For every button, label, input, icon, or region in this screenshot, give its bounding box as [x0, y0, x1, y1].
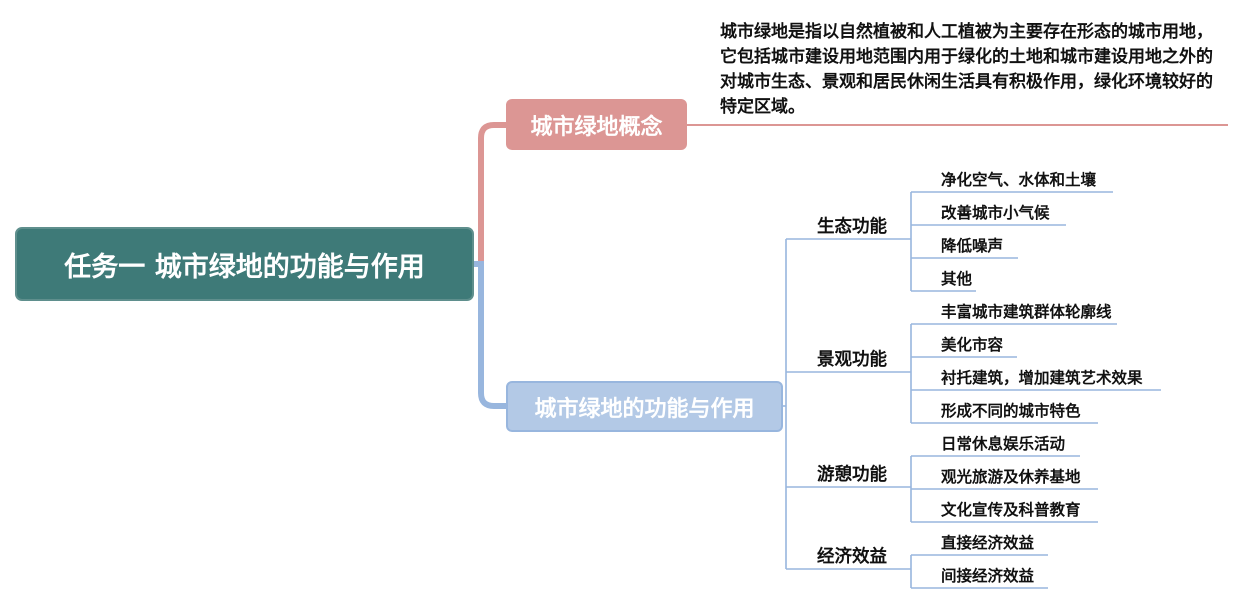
- leaf-item[interactable]: 净化空气、水体和土壤: [941, 171, 1097, 189]
- concept-topic[interactable]: 城市绿地概念: [506, 99, 687, 150]
- leaf-item[interactable]: 衬托建筑，增加建筑艺术效果: [941, 369, 1143, 387]
- category-economic[interactable]: 经济效益: [817, 547, 887, 567]
- concept-description: 城市绿地是指以自然植被和人工植被为主要存在形态的城市用地，它包括城市建设用地范围…: [720, 22, 1213, 117]
- leaf-item[interactable]: 日常休息娱乐活动: [941, 435, 1066, 453]
- leaf-item[interactable]: 降低噪声: [941, 237, 1004, 255]
- root-topic-label: 任务一 城市绿地的功能与作用: [64, 251, 425, 283]
- root-topic[interactable]: 任务一 城市绿地的功能与作用: [15, 227, 474, 301]
- leaf-item[interactable]: 直接经济效益: [941, 534, 1035, 552]
- category-recreation[interactable]: 游憩功能: [817, 465, 887, 485]
- category-landscape[interactable]: 景观功能: [817, 350, 887, 370]
- leaf-item[interactable]: 丰富城市建筑群体轮廓线: [941, 303, 1112, 321]
- functions-topic-label: 城市绿地的功能与作用: [534, 396, 755, 422]
- branch-line-concept: [474, 122, 506, 267]
- leaf-item[interactable]: 形成不同的城市特色: [941, 402, 1081, 420]
- leaf-item[interactable]: 改善城市小气候: [941, 204, 1050, 222]
- leaf-item[interactable]: 其他: [941, 270, 973, 288]
- category-ecology[interactable]: 生态功能: [817, 217, 887, 237]
- functions-topic[interactable]: 城市绿地的功能与作用: [506, 381, 783, 432]
- leaf-item[interactable]: 文化宣传及科普教育: [941, 501, 1081, 519]
- leaf-item[interactable]: 观光旅游及休养基地: [941, 468, 1081, 486]
- branch-line-functions: [474, 261, 506, 409]
- leaf-item[interactable]: 美化市容: [941, 336, 1004, 354]
- concept-topic-label: 城市绿地概念: [530, 114, 663, 140]
- leaf-item[interactable]: 间接经济效益: [941, 567, 1035, 585]
- category-lines: [783, 191, 1161, 589]
